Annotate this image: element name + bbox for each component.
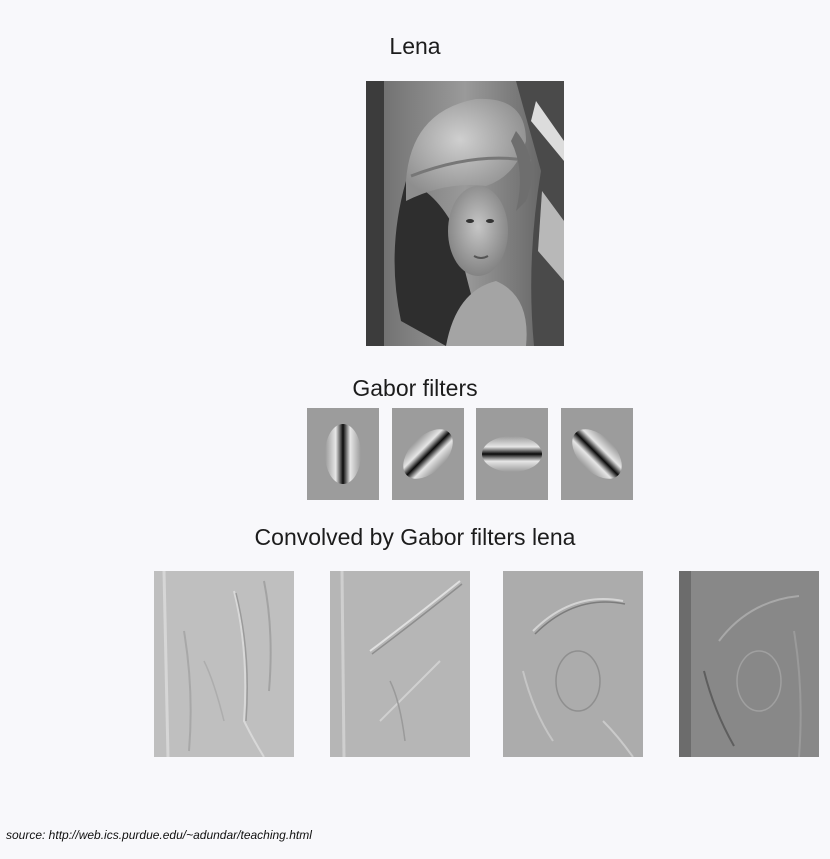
- lena-image: [366, 81, 564, 346]
- lena-title: Lena: [389, 33, 441, 59]
- gabor-filter-4: [561, 408, 633, 500]
- convolved-image-4: [679, 571, 819, 757]
- filter-kernel: [482, 436, 542, 472]
- gabor-filter-1: [307, 408, 379, 500]
- filter-kernel: [325, 424, 361, 484]
- convolved-image-1: [154, 571, 294, 757]
- gabor-filters-title: Gabor filters: [352, 375, 478, 401]
- filter-kernel: [403, 429, 453, 479]
- filter-kernel: [572, 429, 622, 479]
- gabor-filter-2: [392, 408, 464, 500]
- gabor-filter-3: [476, 408, 548, 500]
- convolved-title: Convolved by Gabor filters lena: [254, 524, 576, 550]
- convolved-image-3: [503, 571, 643, 757]
- source-caption: source: http://web.ics.purdue.edu/~adund…: [6, 828, 312, 842]
- convolved-image-2: [330, 571, 470, 757]
